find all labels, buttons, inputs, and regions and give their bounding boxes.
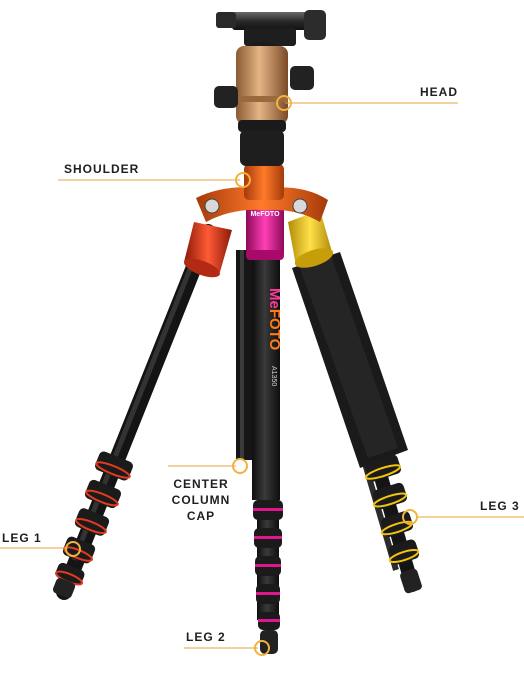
ball-head	[214, 10, 326, 166]
label-head: HEAD	[420, 85, 459, 99]
head-marker	[276, 95, 292, 111]
label-shoulder: SHOULDER	[64, 162, 140, 176]
svg-text:MeFOTO: MeFOTO	[250, 211, 280, 218]
label-leg-2: LEG 2	[186, 630, 226, 644]
callout-lines	[0, 102, 524, 649]
leg-2-locks	[253, 500, 283, 630]
center-column-marker	[232, 458, 248, 474]
label-center-column-cap: CENTER COLUMN CAP	[171, 477, 231, 523]
leg1-marker	[65, 541, 81, 557]
leg2-marker	[254, 640, 270, 656]
leg3-marker	[402, 509, 418, 525]
label-leg-1: LEG 1	[2, 531, 42, 545]
leg-3-locks	[364, 454, 420, 565]
leg-1	[52, 222, 232, 600]
leg-1-locks	[54, 451, 133, 586]
model-number: A1350	[270, 366, 277, 386]
callout-markers	[65, 95, 418, 656]
label-leg-3: LEG 3	[480, 499, 520, 513]
center-column	[236, 250, 252, 460]
leg-3	[288, 210, 422, 594]
shoulder-marker	[235, 172, 251, 188]
leg-2: MeFOTO MeFOTO A1350	[246, 196, 284, 654]
shoulder	[196, 164, 328, 222]
brand-logo: MeFOTO	[266, 288, 283, 351]
